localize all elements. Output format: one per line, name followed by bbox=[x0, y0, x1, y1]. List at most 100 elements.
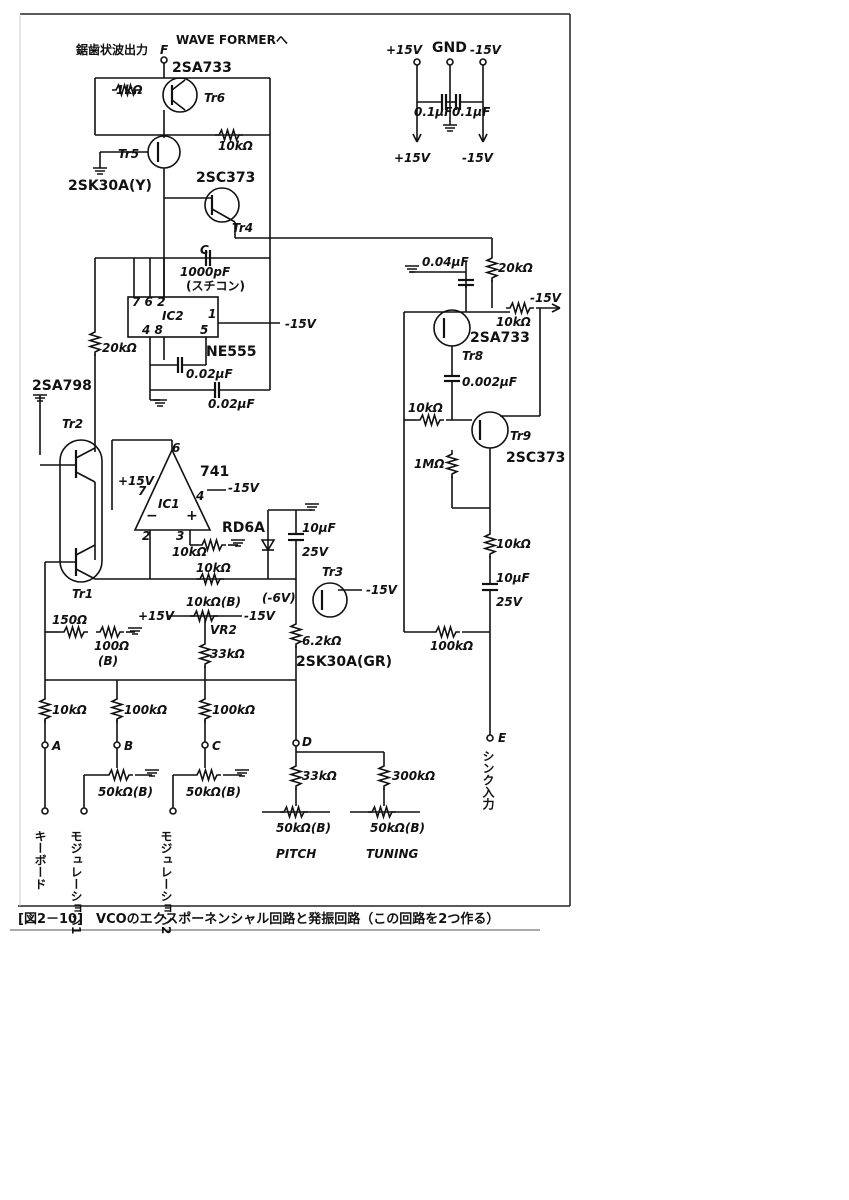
ic2-timer: C 1000pF (スチコン) 20kΩ 7 6 2 IC2 4 8 5 1 -… bbox=[89, 243, 318, 452]
pot-tuning-label: 50kΩ(B) bbox=[370, 821, 425, 835]
sync-input-label: シンク入力 bbox=[481, 750, 495, 811]
tr9-label: Tr9 bbox=[510, 429, 531, 443]
pot-pitch-label: 50kΩ(B) bbox=[276, 821, 331, 835]
node-d-label: D bbox=[302, 735, 312, 749]
cap-c-label: C bbox=[200, 243, 209, 257]
power-bypass-circuit: +15V GND -15V 0.1μF 0.1μF +15V -15V bbox=[386, 40, 503, 165]
ic1-type-label: 741 bbox=[200, 464, 229, 480]
tr5-type-label: 2SK30A(Y) bbox=[68, 178, 152, 194]
ic2-label: IC2 bbox=[162, 309, 184, 323]
tr5-stage: Tr5 2SK30A(Y) bbox=[68, 110, 181, 198]
sync-r-20k-label: 20kΩ bbox=[498, 261, 533, 275]
node-f-label: F bbox=[160, 43, 169, 57]
tuning-label: TUNING bbox=[366, 847, 418, 861]
header-labels: 鋸歯状波出力 F WAVE FORMERへ bbox=[76, 33, 288, 57]
tr4-label: Tr4 bbox=[232, 221, 253, 235]
ic2-pin5-label: 5 bbox=[200, 323, 208, 337]
ic2-type-label: NE555 bbox=[206, 344, 257, 360]
m6v-label: (-6V) bbox=[262, 591, 296, 605]
figure-caption: [図2－10] VCOのエクスポーネンシャル回路と発振回路（この回路を2つ作る） bbox=[18, 911, 499, 927]
tr6-stage: 1kΩ 2SA733 Tr6 10kΩ bbox=[94, 56, 271, 390]
bias-network: 150Ω 100Ω (B) +15V 10kΩ(B) -15V VR2 33kΩ bbox=[45, 595, 296, 681]
r-300k-label: 300kΩ bbox=[392, 769, 435, 783]
r-10k-c-label: 10kΩ bbox=[196, 561, 231, 575]
r-10k-b-label: 10kΩ bbox=[172, 545, 207, 559]
r-33k-b-label: 33kΩ bbox=[302, 769, 337, 783]
pin6-label: 6 bbox=[172, 441, 180, 455]
node-c-label: C bbox=[212, 739, 221, 753]
sync-c10u-label: 10μF bbox=[496, 571, 531, 585]
pin4-label: 4 bbox=[195, 489, 204, 503]
power-c2-label: 0.1μF bbox=[452, 105, 491, 119]
tr6-label: Tr6 bbox=[204, 91, 225, 105]
tr1-tr2-matched-pair: 2SA798 Tr2 Tr1 bbox=[32, 378, 296, 680]
cap-002-a-label: 0.02μF bbox=[186, 367, 233, 381]
ic2-pin1-label: 1 bbox=[208, 307, 216, 321]
pot-b-label: 50kΩ(B) bbox=[98, 785, 153, 799]
r-62k-label: 6.2kΩ bbox=[302, 634, 341, 648]
vr2-p15-label: +15V bbox=[138, 609, 176, 623]
mod1-label: モジュレーション1 bbox=[69, 830, 83, 934]
vr2-label: VR2 bbox=[210, 623, 237, 637]
tr5-label: Tr5 bbox=[118, 147, 139, 161]
node-a-label: A bbox=[51, 739, 61, 753]
tr2-type-label: 2SA798 bbox=[32, 378, 92, 394]
cap-1000pf-label: 1000pF bbox=[180, 265, 231, 279]
input-network: 10kΩ A 100kΩ B 50kΩ(B) 100kΩ C 50kΩ(B) bbox=[33, 666, 435, 934]
ic2-bottom-pins: 4 8 bbox=[141, 323, 163, 337]
ic2-m15-label: -15V bbox=[285, 317, 318, 331]
tr3-type-label: 2SK30A(GR) bbox=[296, 654, 392, 670]
tr2-label: Tr2 bbox=[62, 417, 83, 431]
tr6-type-label: 2SA733 bbox=[172, 60, 232, 76]
node-b-label: B bbox=[124, 739, 133, 753]
pitch-label: PITCH bbox=[276, 847, 316, 861]
pin7-label: 7 bbox=[138, 484, 147, 498]
r-20k-label: 20kΩ bbox=[102, 341, 137, 355]
svg-text:+: + bbox=[186, 508, 198, 524]
tr3-m15-label: -15V bbox=[366, 583, 399, 597]
r-33k-a-label: 33kΩ bbox=[210, 647, 245, 661]
node-e-label: E bbox=[498, 731, 507, 745]
sync-r-100k-label: 100kΩ bbox=[430, 639, 473, 653]
ic2-top-pins: 7 6 2 bbox=[132, 295, 165, 309]
tr4-type-label: 2SC373 bbox=[196, 170, 255, 186]
tr8-label: Tr8 bbox=[462, 349, 483, 363]
power-p15-label: +15V bbox=[386, 43, 424, 57]
tr4-stage: 2SC373 Tr4 bbox=[163, 170, 492, 300]
tr1-label: Tr1 bbox=[72, 587, 93, 601]
power-m15-label: -15V bbox=[470, 43, 503, 57]
r-100-b-label: (B) bbox=[98, 654, 118, 668]
r-100k-b-label: 100kΩ bbox=[212, 703, 255, 717]
sync-c-0002-label: 0.002μF bbox=[462, 375, 518, 389]
sync-circuit: 20kΩ 0.04μF -15V 10kΩ 2SA733 Tr8 0.002μF… bbox=[403, 238, 565, 811]
ic1-label: IC1 bbox=[158, 497, 180, 511]
power-out-m15-label: -15V bbox=[462, 151, 495, 165]
svg-text:−: − bbox=[146, 508, 158, 524]
r-100-label: 100Ω bbox=[94, 639, 129, 653]
power-out-p15-label: +15V bbox=[394, 151, 432, 165]
sync-v25-label: 25V bbox=[496, 595, 524, 609]
sync-r-10k-e-label: 10kΩ bbox=[496, 315, 531, 329]
r-150-label: 150Ω bbox=[52, 613, 87, 627]
sync-r-1m-label: 1MΩ bbox=[414, 457, 445, 471]
vr2-10k-label: 10kΩ(B) bbox=[186, 595, 241, 609]
power-c1-label: 0.1μF bbox=[414, 105, 453, 119]
c10u-a-label: 10μF bbox=[302, 521, 337, 535]
r-1k-label: 1kΩ bbox=[116, 83, 143, 97]
cap-002-b-label: 0.02μF bbox=[208, 397, 255, 411]
tr8-type-label: 2SA733 bbox=[470, 330, 530, 346]
tr9-type-label: 2SC373 bbox=[506, 450, 565, 466]
pin2-label: 2 bbox=[142, 529, 150, 543]
v25-a-label: 25V bbox=[302, 545, 330, 559]
pot-c-label: 50kΩ(B) bbox=[186, 785, 241, 799]
sync-m15-label: -15V bbox=[530, 291, 563, 305]
power-gnd-label: GND bbox=[432, 40, 467, 56]
wave-former-label: WAVE FORMERへ bbox=[176, 33, 288, 47]
keyboard-label: キーボード bbox=[33, 830, 47, 890]
sawtooth-output-label: 鋸歯状波出力 bbox=[76, 42, 148, 57]
ic1-opamp: IC1 741 6 7 4 2 3 +15V -15V −+ 10kΩ 10kΩ bbox=[111, 439, 261, 585]
r-10k-a-label: 10kΩ bbox=[218, 139, 253, 153]
rd6a-label: RD6A bbox=[222, 520, 265, 536]
cap-note-label: (スチコン) bbox=[186, 279, 245, 293]
